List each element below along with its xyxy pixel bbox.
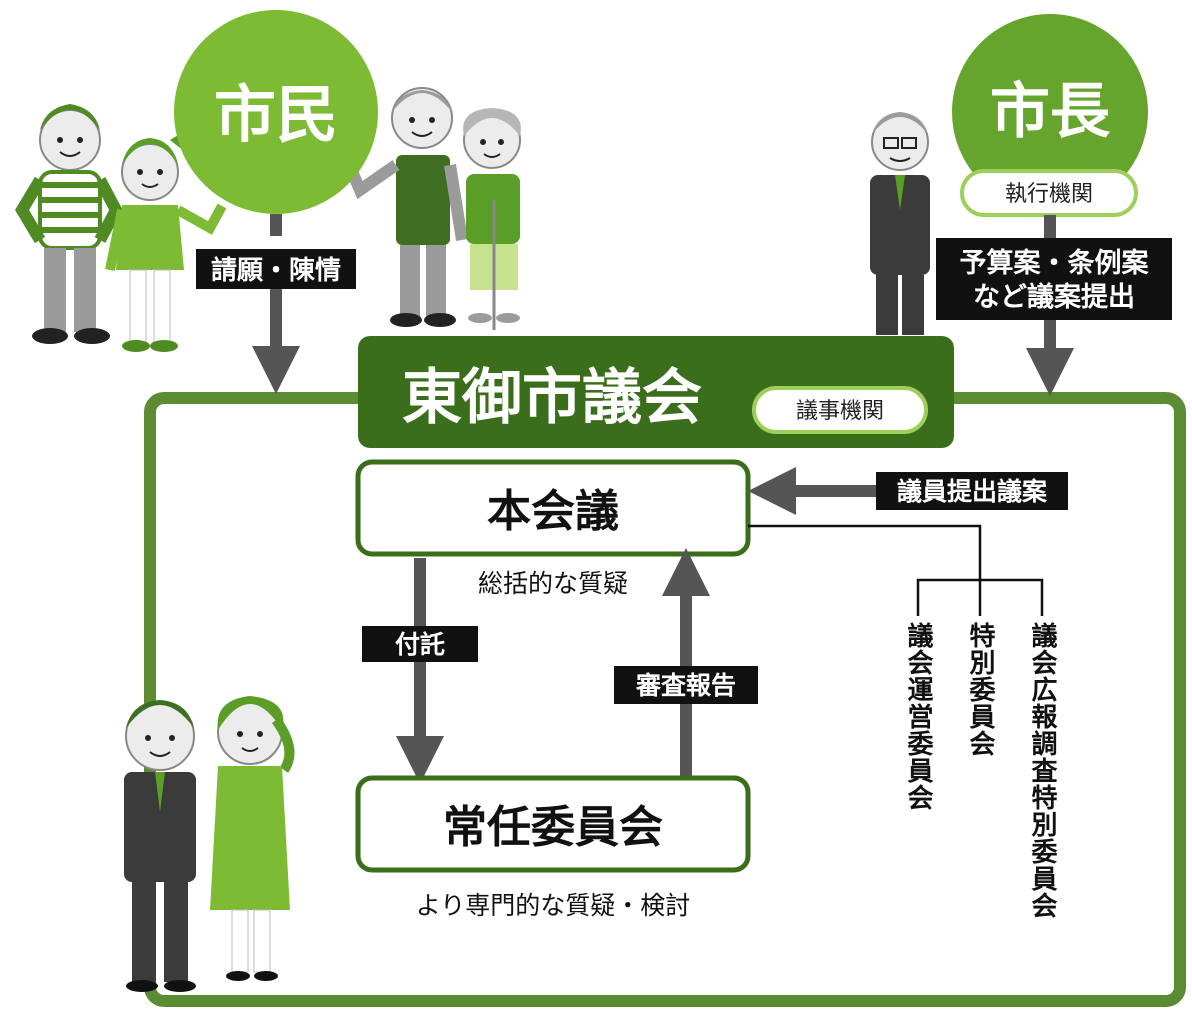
council-title: 東御市議会 [402, 363, 702, 433]
council-man-illustration [124, 700, 196, 992]
mayor-circle-label: 市長 [990, 77, 1111, 147]
legislative-role-label: 議事機関 [796, 399, 884, 424]
plenary-session-caption: 総括的な質疑 [478, 569, 628, 598]
citizen-elderly-woman-illustration [463, 108, 521, 330]
citizens-circle-label: 市民 [214, 78, 338, 151]
referral-label-box [362, 626, 478, 662]
review-report-label: 審査報告 [635, 671, 736, 700]
citizen-girl-illustration [105, 130, 227, 352]
other-committees-connector [748, 524, 1044, 616]
council-woman-illustration [210, 696, 295, 981]
mayor-circle [952, 14, 1148, 210]
executive-role-label: 執行機関 [1005, 182, 1093, 207]
mayor-illustration [870, 112, 930, 335]
bill-submission-label-line2: など議案提出 [973, 281, 1135, 313]
petition-label-box [196, 249, 356, 289]
petition-label: 請願・陳情 [211, 255, 341, 286]
plenary-session-label: 本会議 [487, 486, 619, 537]
citizen-elderly-man-illustration [339, 87, 468, 327]
bill-submission-label-box [936, 238, 1172, 320]
member-bills-label-box [876, 472, 1068, 510]
special-committee-label: 特別委員会 [965, 621, 995, 757]
citizen-boy-illustration [15, 104, 123, 344]
review-report-label-box [614, 666, 758, 704]
legislative-role-badge [752, 386, 928, 434]
referral-label: 付託 [395, 630, 445, 659]
standing-committee-box [355, 775, 751, 873]
steering-committee-label: 議会運営委員会 [903, 621, 933, 811]
standing-committee-caption: より専門的な質疑・検討 [416, 891, 691, 920]
standing-committee-label: 常任委員会 [443, 802, 663, 853]
pr-research-special-committee-label: 議会広報調査特別委員会 [1027, 621, 1057, 919]
citizens-circle [174, 10, 378, 214]
bill-submission-label-line1: 予算案・条例案 [960, 247, 1150, 279]
member-bills-label: 議員提出議案 [897, 477, 1048, 506]
